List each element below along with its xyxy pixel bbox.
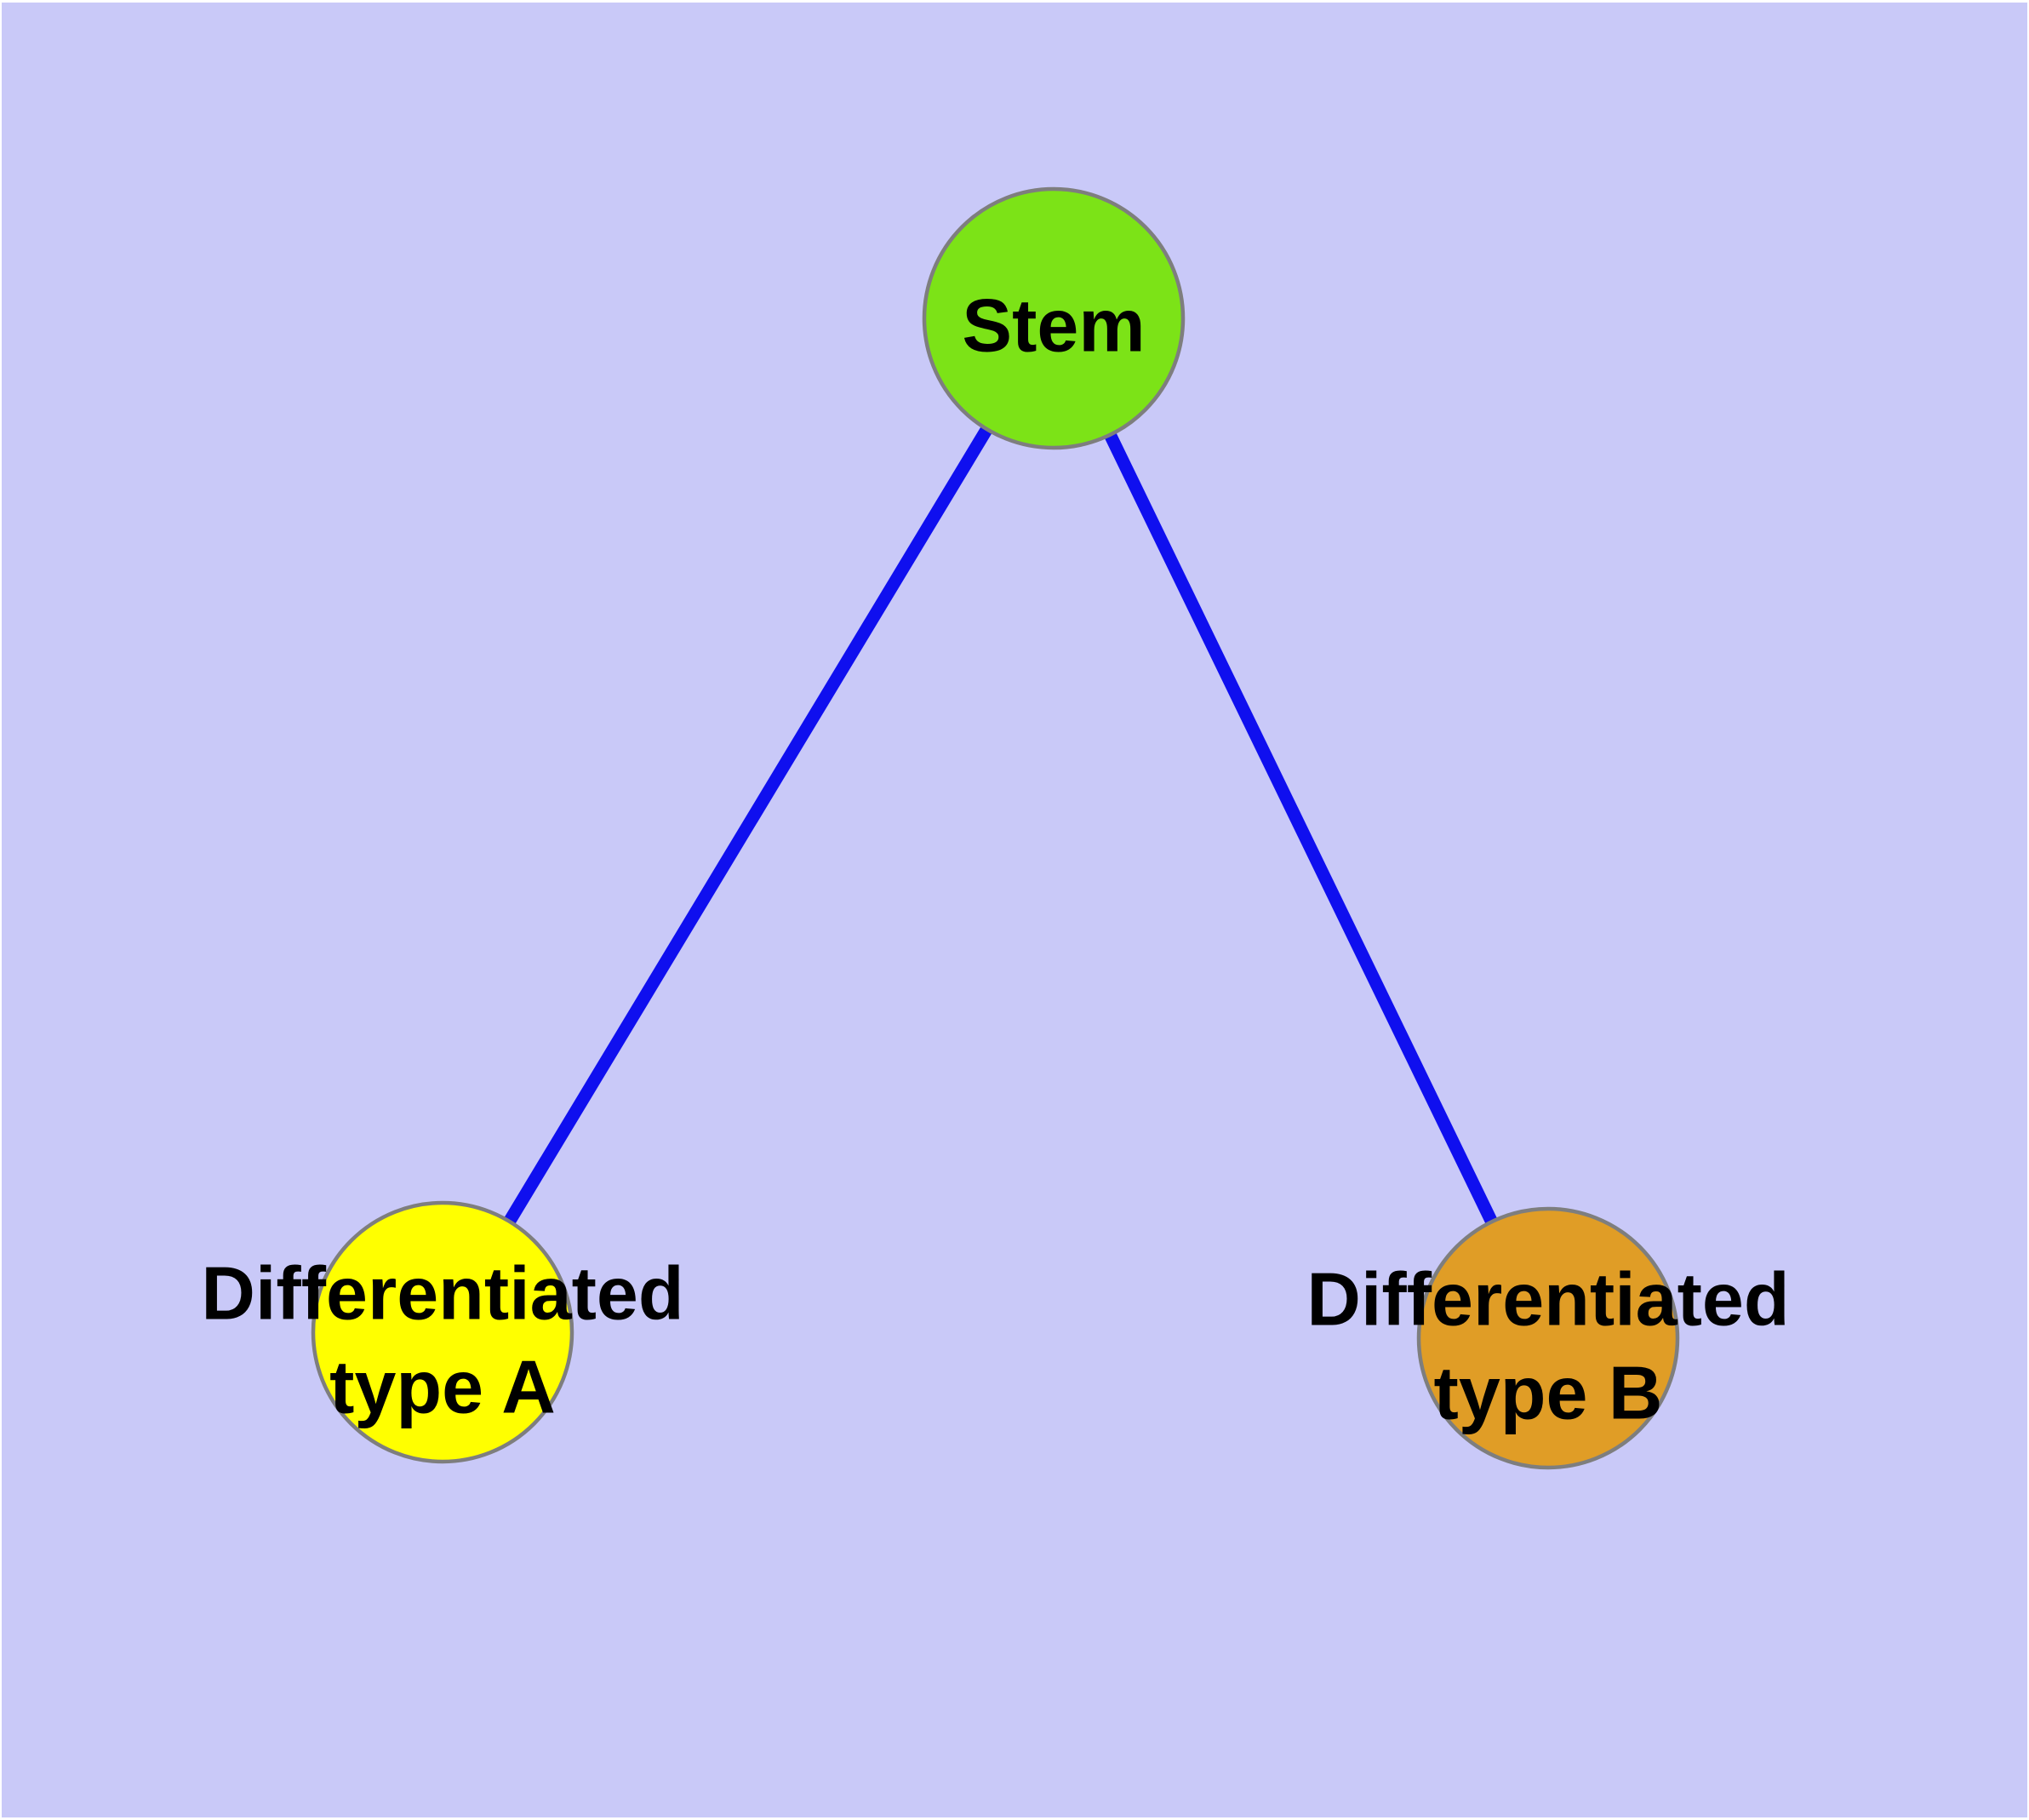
node-type-b-label-line2: type B	[1434, 1351, 1663, 1435]
node-stem-label: Stem	[962, 283, 1145, 368]
node-type-a-label-line2: type A	[329, 1345, 556, 1429]
node-type-a-circle	[311, 1200, 574, 1464]
node-type-a-label-line1: Differentiated	[201, 1251, 683, 1336]
edge-stem-to-type-a	[437, 315, 1060, 1336]
node-type-b-label-line1: Differentiated	[1306, 1257, 1789, 1342]
node-stem-circle	[922, 186, 1186, 450]
edge-stem-to-type-b	[1048, 315, 1554, 1342]
node-type-b-circle	[1416, 1206, 1680, 1470]
